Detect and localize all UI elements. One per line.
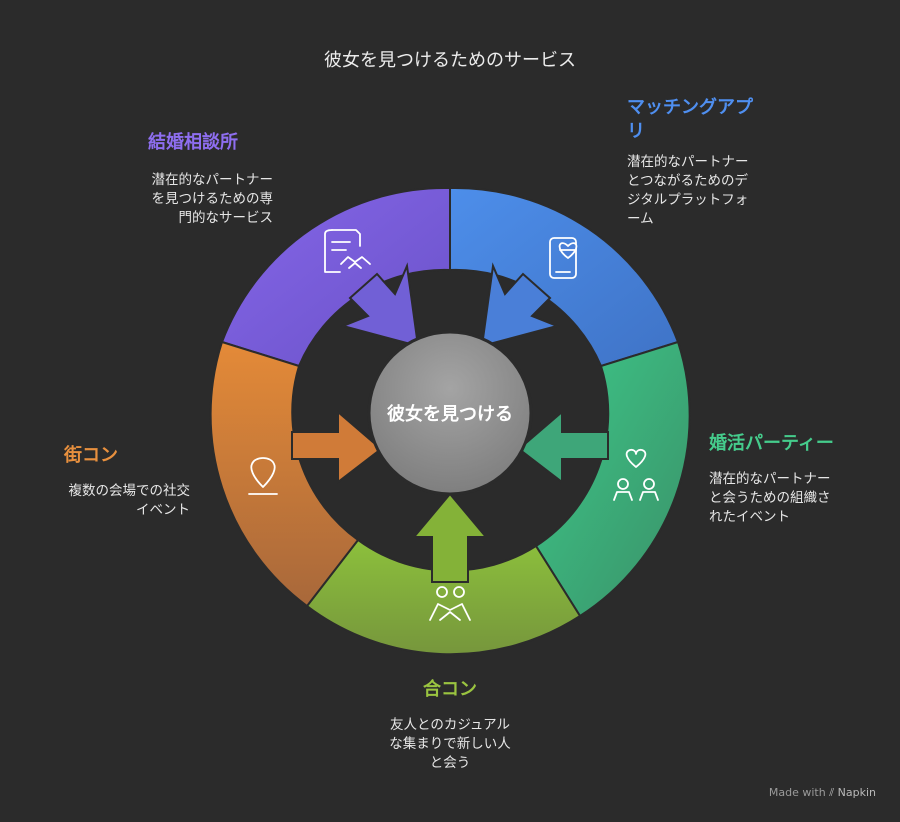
goukon-description: 友人とのカジュアル な集まりで新しい人 と会う <box>350 716 550 773</box>
center-label: 彼女を見つける <box>387 403 513 425</box>
watermark-brand: Napkin <box>837 786 876 799</box>
desc-line: な集まりで新しい人 <box>389 736 511 752</box>
desc-line: と会う <box>429 755 471 771</box>
desc-line: イベント <box>136 502 190 518</box>
desc-line: と会うための組織さ <box>709 490 831 506</box>
desc-line: ジタルプラットフォ <box>627 192 749 208</box>
arrow-marriage-agency <box>339 262 420 348</box>
napkin-logo-icon: ⫽ <box>829 786 835 799</box>
desc-line: れたイベント <box>709 509 790 525</box>
segment-machikon[interactable] <box>209 340 360 608</box>
konkatsu-party-description: 潜在的なパートナー と会うための組織さ れたイベント <box>709 470 831 527</box>
konkatsu-party-title: 婚活パーティー <box>709 433 834 454</box>
watermark-prefix: Made with <box>768 786 826 799</box>
desc-line: とつながるためのデ <box>627 173 748 189</box>
title-line: マッチングアプ <box>627 97 753 118</box>
diagram-title: 彼女を見つけるためのサービス <box>324 50 576 71</box>
desc-line: ーム <box>627 211 654 227</box>
napkin-watermark[interactable]: Made with ⫽ Napkin <box>769 786 876 800</box>
arrow-machikon <box>291 409 383 485</box>
desc-line: を見つけるための専 <box>151 191 274 207</box>
phone-heart-icon <box>549 237 578 279</box>
arrow-konkatsu-party <box>517 409 609 485</box>
title-line: リ <box>627 121 645 142</box>
matching-app-description: 潜在的なパートナー とつながるためのデ ジタルプラットフォ ーム <box>627 153 749 229</box>
people-meeting-icon <box>429 586 471 621</box>
matching-app-title: マッチングアプ リ <box>627 96 753 144</box>
location-pin-icon <box>248 457 278 495</box>
desc-line: 潜在的なパートナー <box>709 471 831 487</box>
marriage-agency-title: 結婚相談所 <box>148 132 238 153</box>
center-circle <box>367 330 533 496</box>
desc-line: 潜在的なパートナー <box>151 172 274 188</box>
couple-heart-icon <box>613 448 659 501</box>
desc-line: 友人とのカジュアル <box>389 717 510 733</box>
marriage-agency-description: 潜在的なパートナー を見つけるための専 門的なサービス <box>152 171 274 228</box>
handshake-contract-icon <box>324 229 371 273</box>
desc-line: 複数の会場での社交 <box>68 483 191 499</box>
goukon-title: 合コン <box>423 679 477 700</box>
desc-line: 門的なサービス <box>178 210 274 226</box>
machikon-title: 街コン <box>64 445 118 466</box>
arrow-matching-app <box>480 262 561 348</box>
desc-line: 潜在的なパートナー <box>627 154 749 170</box>
machikon-description: 複数の会場での社交 イベント <box>69 482 191 520</box>
arrow-goukon <box>411 492 489 583</box>
